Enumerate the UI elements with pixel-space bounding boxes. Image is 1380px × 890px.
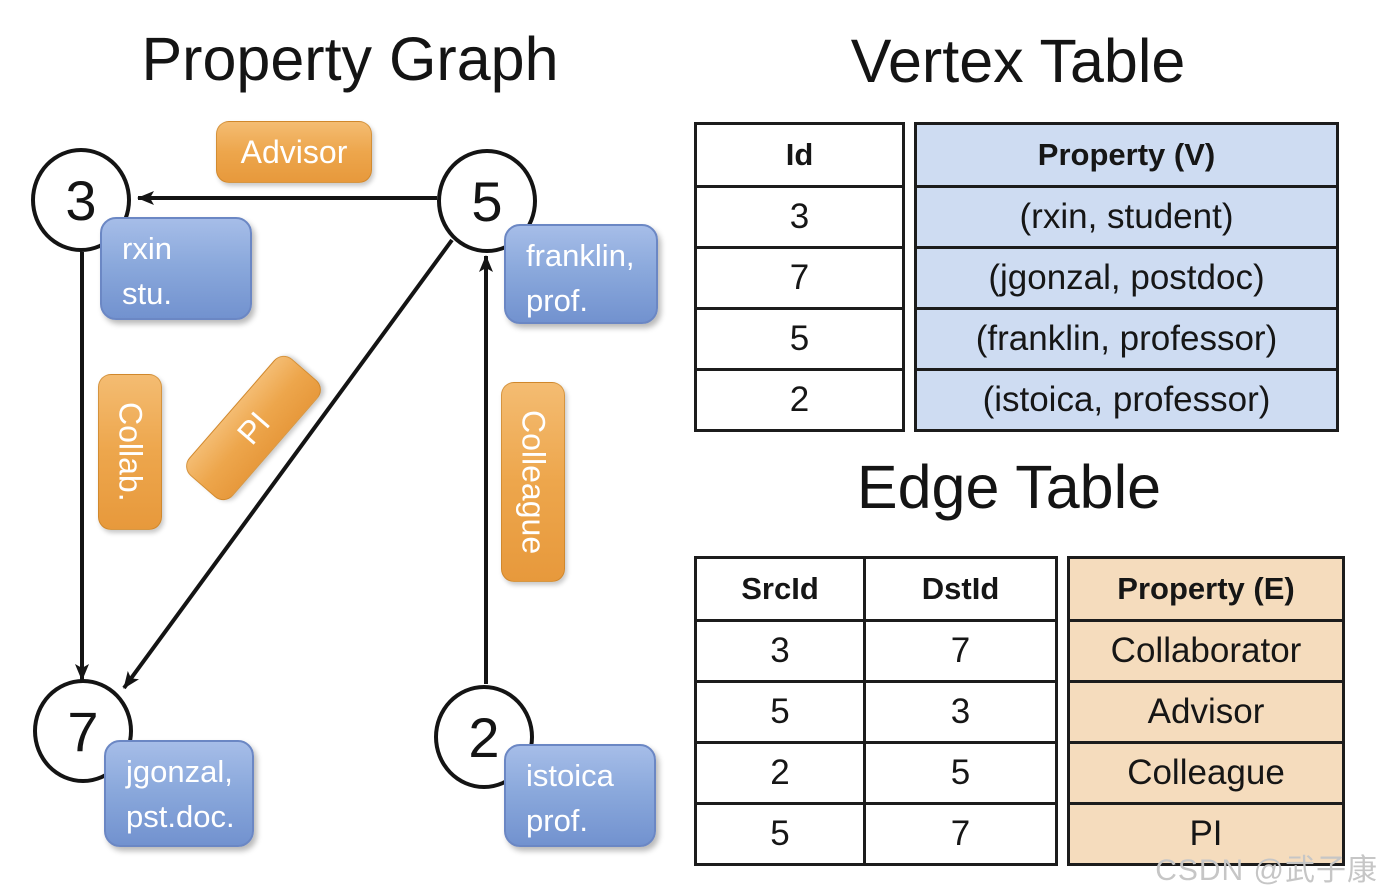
property-graph-title: Property Graph bbox=[141, 25, 559, 93]
edge-table-cell-dstid: 3 bbox=[863, 683, 1055, 741]
edge-table-header-dstid: DstId bbox=[863, 559, 1055, 619]
edge-pi-5-to-7 bbox=[122, 238, 454, 690]
edge-table-header-property: Property (E) bbox=[1117, 571, 1295, 606]
vertex-table-cell-property: (rxin, student) bbox=[917, 185, 1336, 246]
edge-table-header-srcid: SrcId bbox=[741, 571, 819, 606]
edge-table-cell-dstid: 5 bbox=[863, 744, 1055, 802]
vertex-table-cell-id: 7 bbox=[697, 246, 902, 307]
edge-table-cell-property: Colleague bbox=[1070, 741, 1342, 802]
graph-node-5: 5 bbox=[437, 149, 537, 253]
edge-table: SrcId DstId 3 7 5 3 2 5 5 7 Property (E)… bbox=[694, 556, 1345, 866]
node-property-box-rxin: rxin stu. bbox=[100, 217, 252, 320]
vertex-table-cell-id: 2 bbox=[697, 368, 902, 429]
edge-label-colleague: Colleague bbox=[501, 382, 565, 582]
vertex-table-cell-property: (jgonzal, postdoc) bbox=[917, 246, 1336, 307]
edge-table-cell-dstid: 7 bbox=[863, 622, 1055, 680]
graph-edges-layer bbox=[75, 191, 493, 690]
graph-node-2: 2 bbox=[434, 685, 534, 789]
edge-table-property-column: Property (E) Collaborator Advisor Collea… bbox=[1067, 556, 1345, 866]
edge-table-cell-dstid: 7 bbox=[863, 805, 1055, 863]
vertex-table-header-property: Property (V) bbox=[1037, 137, 1216, 172]
vertex-table-cell-id: 3 bbox=[697, 185, 902, 246]
vertex-table-title: Vertex Table bbox=[850, 27, 1186, 95]
edge-table-cell-property: Advisor bbox=[1070, 680, 1342, 741]
property-line: stu. bbox=[122, 275, 172, 311]
node-property-box-jgonzal: jgonzal, pst.doc. bbox=[104, 740, 254, 847]
property-line: rxin bbox=[122, 231, 172, 266]
edge-table-cell-property: PI bbox=[1070, 802, 1342, 863]
edge-table-id-columns: SrcId DstId 3 7 5 3 2 5 5 7 bbox=[694, 556, 1058, 866]
property-line: pst.doc. bbox=[126, 798, 235, 834]
edge-label-advisor: Advisor bbox=[216, 121, 372, 183]
edge-table-cell-srcid: 5 bbox=[770, 814, 790, 853]
edge-table-cell-srcid: 5 bbox=[770, 692, 790, 731]
vertex-table-id-column: Id 3 7 5 2 bbox=[694, 122, 905, 432]
edge-table-cell-srcid: 3 bbox=[770, 631, 790, 670]
vertex-table-cell-id: 5 bbox=[697, 307, 902, 368]
vertex-table-cell-property: (franklin, professor) bbox=[917, 307, 1336, 368]
property-line: franklin, bbox=[526, 238, 635, 273]
edge-table-cell-property: Collaborator bbox=[1070, 619, 1342, 680]
node-property-box-franklin: franklin, prof. bbox=[504, 224, 658, 324]
property-line: prof. bbox=[526, 282, 589, 318]
vertex-table: Id 3 7 5 2 Property (V) (rxin, student) … bbox=[694, 122, 1339, 432]
property-line: istoica bbox=[526, 758, 614, 793]
property-line: jgonzal, bbox=[126, 754, 233, 789]
edge-table-title: Edge Table bbox=[856, 453, 1162, 521]
node-property-box-istoica: istoica prof. bbox=[504, 744, 656, 847]
vertex-table-property-column: Property (V) (rxin, student) (jgonzal, p… bbox=[914, 122, 1339, 432]
property-line: prof. bbox=[526, 802, 589, 838]
vertex-table-cell-property: (istoica, professor) bbox=[917, 368, 1336, 429]
csdn-watermark: CSDN @武子康 bbox=[1155, 854, 1378, 887]
edge-table-cell-srcid: 2 bbox=[770, 753, 790, 792]
edge-label-collab: Collab. bbox=[98, 374, 162, 530]
vertex-table-header-id: Id bbox=[785, 137, 814, 172]
